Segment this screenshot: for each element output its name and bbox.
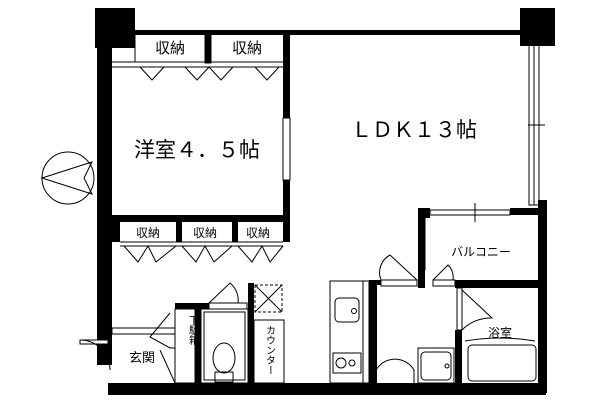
counter (253, 284, 285, 384)
room-label-counter: カウンター (264, 325, 276, 375)
room-label-storage-mid-3: 収納 (246, 226, 270, 240)
walls (95, 8, 555, 395)
toilet (200, 282, 249, 384)
room-label-bath: 浴室 (488, 325, 512, 340)
room-label-storage-top-2: 収納 (232, 39, 262, 57)
compass-icon (40, 151, 95, 205)
room-label-storage-mid-2: 収納 (193, 226, 217, 240)
windows (282, 44, 546, 331)
closet-doors-top (112, 32, 283, 81)
washroom (375, 254, 537, 384)
room-label-entrance: 玄関 (129, 351, 155, 366)
closet-doors-mid (120, 241, 284, 263)
room-label-balcony: バルコニー (451, 245, 511, 259)
room-label-ldk: ＬＤＫ１３帖 (351, 118, 477, 142)
kitchen (329, 280, 370, 384)
room-label-storage-top-1: 収納 (155, 39, 185, 57)
room-label-western-room: 洋室４．５帖 (134, 138, 260, 162)
entrance-door (79, 308, 196, 384)
room-label-storage-mid-1: 収納 (136, 226, 160, 240)
room-label-shoe-box: 下駄箱 (187, 315, 199, 346)
